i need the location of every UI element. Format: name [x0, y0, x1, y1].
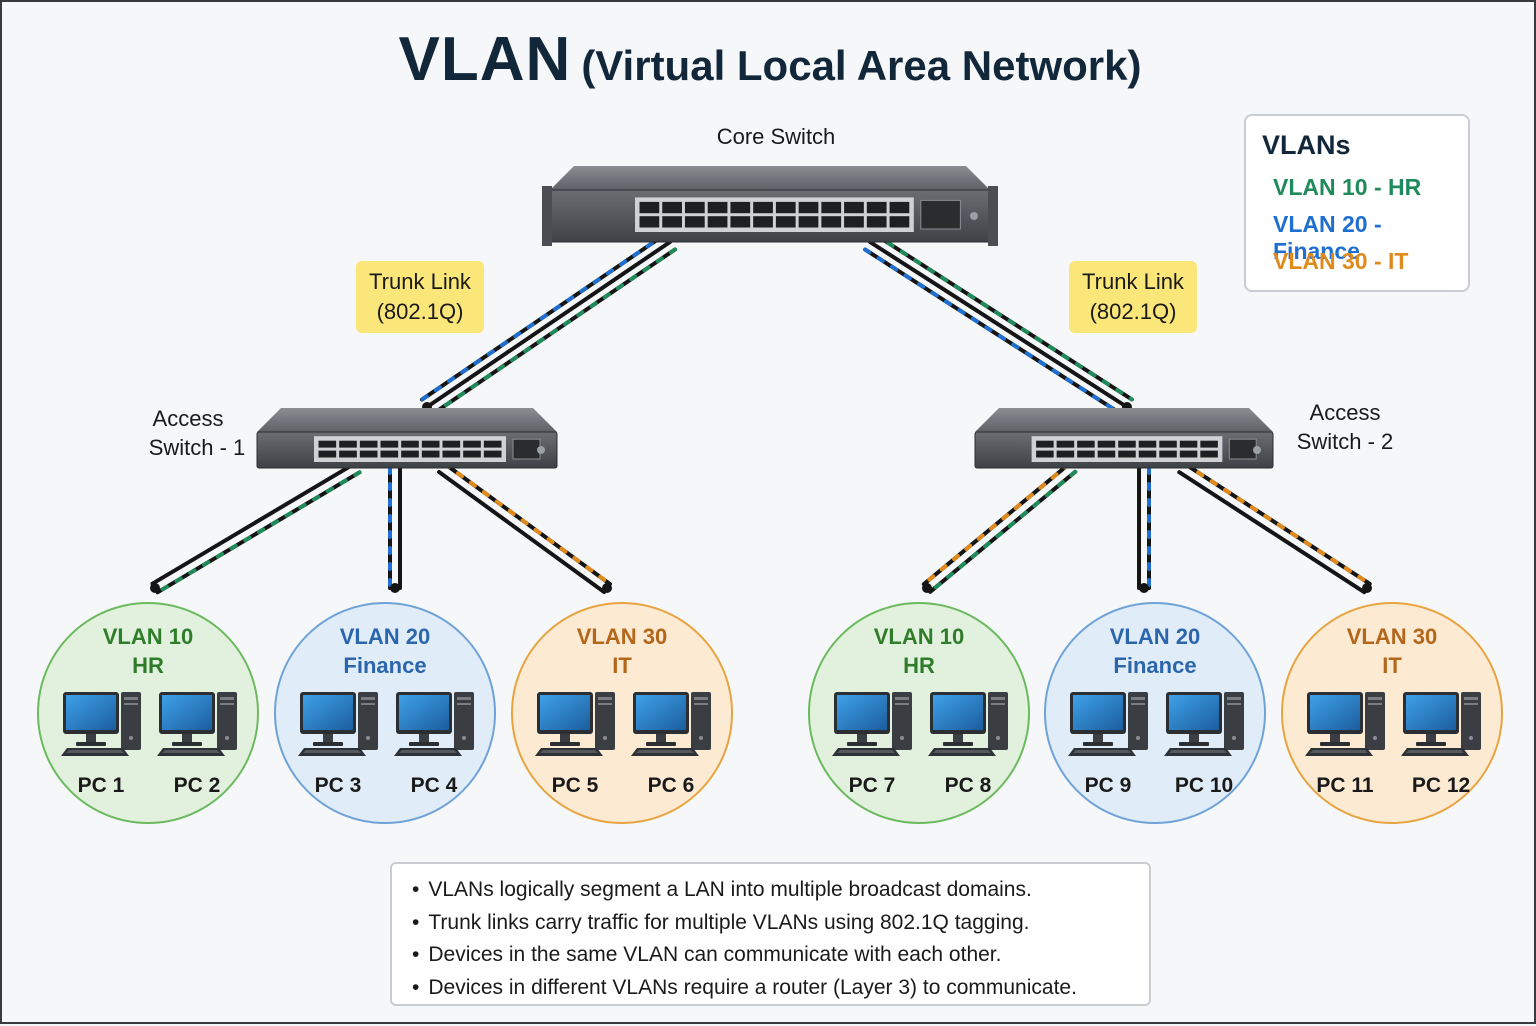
pc-label: PC 2	[173, 774, 221, 797]
pc-label: PC 7	[848, 774, 896, 797]
network-switches	[256, 166, 1274, 469]
pc-8[interactable]: PC 8	[928, 692, 1008, 797]
vlan-group-name: VLAN 20	[1109, 624, 1201, 649]
pc-6[interactable]: PC 6	[631, 692, 711, 797]
pc-label: PC 1	[77, 774, 125, 797]
computer-icon	[61, 692, 141, 756]
access-cable-hr-2	[921, 462, 1078, 594]
trunk-cable-right	[863, 232, 1134, 417]
title-subtitle: (Virtual Local Area Network)	[581, 42, 1142, 89]
pc-label: PC 9	[1084, 774, 1132, 797]
legend-item-vlan30: VLAN 30 - IT	[1273, 248, 1409, 274]
vlan-group-it-2: VLAN 30 IT PC 11 PC 12	[1281, 602, 1503, 824]
vlan-group-finance-2: VLAN 20 Finance PC 9 PC 10	[1044, 602, 1266, 824]
vlan-group-hr-1: VLAN 10 HR PC 1 PC 2	[37, 602, 259, 824]
computer-icon	[631, 692, 711, 756]
core-switch-label-text: Core Switch	[716, 124, 836, 149]
pc-12[interactable]: PC 12	[1401, 692, 1481, 797]
computer-icon	[1401, 692, 1481, 756]
note-item: VLANs logically segment a LAN into multi…	[412, 874, 1149, 907]
trunk-link-label-right: Trunk Link (802.1Q)	[1069, 261, 1197, 333]
access-switch-1	[256, 408, 558, 469]
pc-label: PC 11	[1316, 774, 1374, 797]
computer-icon	[928, 692, 1008, 756]
core-switch-label: Core Switch	[676, 124, 876, 150]
access-switch-2-label: Access Switch - 2	[1284, 398, 1406, 456]
vlan-group-dept: Finance	[1113, 653, 1197, 678]
pc-10[interactable]: PC 10	[1164, 692, 1244, 797]
computer-icon	[832, 692, 912, 756]
access-switch-2-label-line1: Access	[1309, 400, 1381, 425]
note-item: Trunk links carry traffic for multiple V…	[412, 907, 1149, 940]
vlan-legend: VLANs VLAN 10 - HR VLAN 20 - Finance VLA…	[1244, 114, 1470, 292]
vlan-group-name: VLAN 30	[576, 624, 668, 649]
computer-icon	[1305, 692, 1385, 756]
pc-1[interactable]: PC 1	[61, 692, 141, 797]
pc-label: PC 4	[410, 774, 458, 797]
page-title: VLAN(Virtual Local Area Network)	[2, 24, 1536, 95]
trunk-link-label-left: Trunk Link (802.1Q)	[356, 261, 484, 333]
access-switch-2	[974, 408, 1274, 469]
computer-icon	[535, 692, 615, 756]
access-switch-1-label-line1: Access	[152, 406, 224, 431]
vlan-group-dept: Finance	[343, 653, 427, 678]
vlan-group-dept: HR	[132, 653, 164, 678]
computer-icon	[394, 692, 474, 756]
computer-icon	[1164, 692, 1244, 756]
pc-label: PC 3	[314, 774, 362, 797]
legend-title: VLANs	[1262, 130, 1351, 160]
note-item: Devices in different VLANs require a rou…	[412, 972, 1149, 1005]
pc-9[interactable]: PC 9	[1068, 692, 1148, 797]
vlan-group-name: VLAN 10	[102, 624, 194, 649]
vlan-group-name: VLAN 10	[873, 624, 965, 649]
vlan-group-name: VLAN 20	[339, 624, 431, 649]
legend-item-vlan10: VLAN 10 - HR	[1273, 174, 1422, 200]
vlan-group-it-1: VLAN 30 IT PC 5 PC 6	[511, 602, 733, 824]
vlan-group-name: VLAN 30	[1346, 624, 1438, 649]
legend-item-vlan20: VLAN 20 - Finance	[1273, 211, 1382, 264]
pc-label: PC 5	[551, 774, 599, 797]
trunk-link-right-line2: (802.1Q)	[1089, 299, 1177, 324]
pc-2[interactable]: PC 2	[157, 692, 237, 797]
pc-11[interactable]: PC 11	[1305, 692, 1385, 797]
pc-label: PC 6	[647, 774, 695, 797]
notes-box: VLANs logically segment a LAN into multi…	[390, 862, 1151, 1006]
trunk-link-left-line2: (802.1Q)	[376, 299, 464, 324]
access-cable-finance-1	[388, 466, 402, 593]
core-switch	[542, 166, 998, 246]
pc-7[interactable]: PC 7	[832, 692, 912, 797]
computer-icon	[157, 692, 237, 756]
pc-label: PC 10	[1174, 774, 1234, 797]
access-cable-it-2	[1177, 461, 1372, 595]
vlan-group-finance-1: VLAN 20 Finance PC 3 PC 4	[274, 602, 496, 824]
access-cable-hr-1	[150, 461, 362, 595]
pc-label: PC 12	[1411, 774, 1471, 797]
vlan-group-dept: IT	[612, 653, 632, 678]
pc-label: PC 8	[944, 774, 992, 797]
trunk-link-left-line1: Trunk Link	[369, 269, 471, 294]
access-cable-it-1	[437, 461, 612, 595]
vlan-group-dept: HR	[903, 653, 935, 678]
computer-icon	[1068, 692, 1148, 756]
pc-3[interactable]: PC 3	[298, 692, 378, 797]
title-main: VLAN	[398, 25, 572, 94]
access-cable-finance-2	[1137, 466, 1151, 593]
vlan-group-dept: IT	[1382, 653, 1402, 678]
vlan-group-hr-2: VLAN 10 HR PC 7 PC 8	[808, 602, 1030, 824]
access-switch-1-label: Access Switch - 1	[122, 404, 252, 462]
trunk-link-right-line1: Trunk Link	[1082, 269, 1184, 294]
network-links	[150, 232, 1372, 595]
access-switch-1-label-line2: Switch - 1	[148, 435, 246, 460]
computer-icon	[298, 692, 378, 756]
pc-5[interactable]: PC 5	[535, 692, 615, 797]
pc-4[interactable]: PC 4	[394, 692, 474, 797]
note-item: Devices in the same VLAN can communicate…	[412, 939, 1149, 972]
access-switch-2-label-line2: Switch - 2	[1296, 429, 1394, 454]
